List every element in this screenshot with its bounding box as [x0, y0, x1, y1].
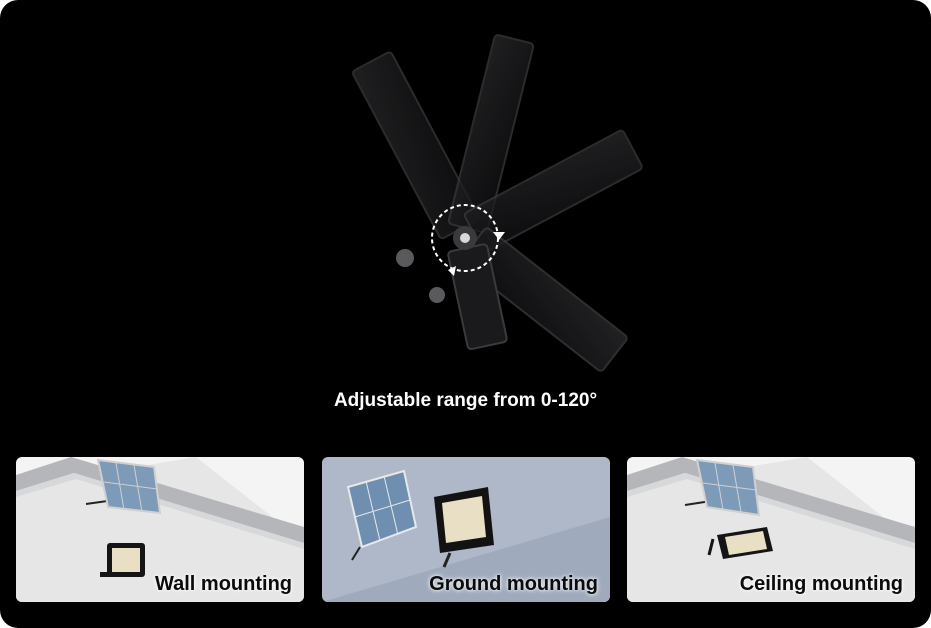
ground-mounting-label: Ground mounting [429, 573, 598, 595]
rotation-arrow-icon [431, 204, 505, 276]
ceiling-mounting-label: Ceiling mounting [739, 573, 903, 595]
ground-mounting-tile: Ground mounting [322, 457, 610, 602]
rotation-illustration [300, 20, 680, 380]
ceiling-mounting-tile: Ceiling mounting [627, 457, 915, 602]
adjustable-range-caption: Adjustable range from 0-120° [333, 390, 598, 411]
wall-mounting-label: Wall mounting [154, 573, 292, 595]
wall-mounting-tile: Wall mounting [16, 457, 304, 602]
